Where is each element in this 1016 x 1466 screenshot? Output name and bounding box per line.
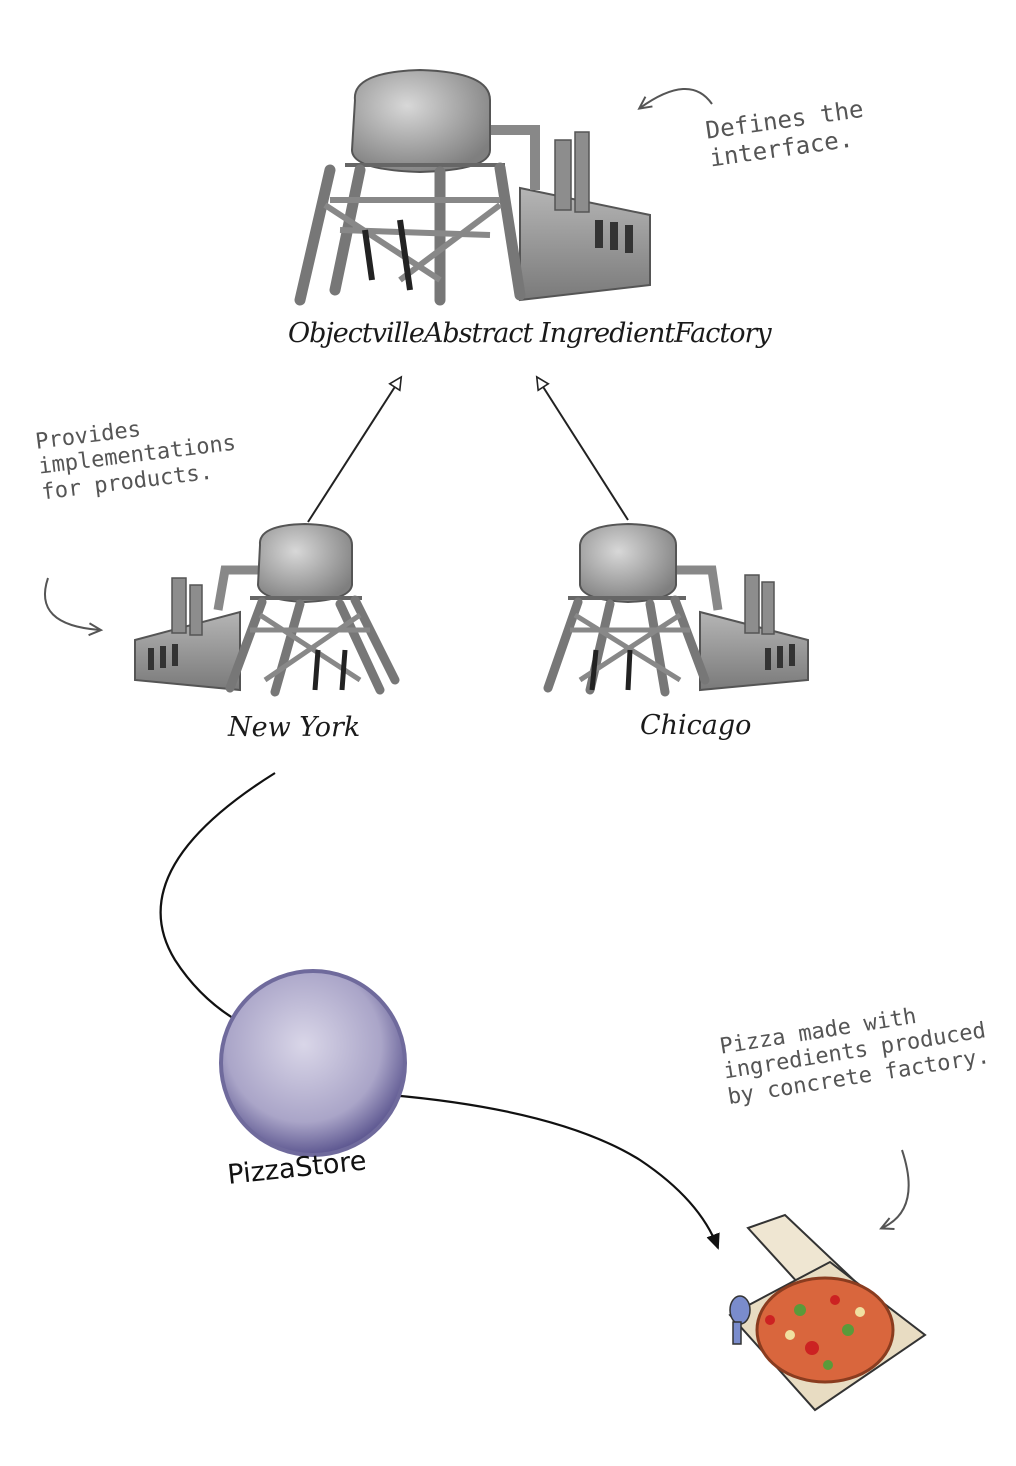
new-york-label: New York bbox=[228, 712, 361, 743]
interface-note-arrow bbox=[637, 88, 713, 110]
chicago-factory-illustration bbox=[543, 522, 809, 697]
new-york-factory-illustration bbox=[134, 522, 400, 697]
implementations-note-arrow bbox=[43, 577, 104, 637]
chicago-label: Chicago bbox=[640, 710, 752, 741]
abstract-factory-illustration bbox=[294, 68, 651, 306]
abstract-factory-label: ObjectvilleAbstract IngredientFactory bbox=[288, 318, 772, 349]
pizza-store-circle bbox=[219, 969, 407, 1157]
store-to-pizza-arrow bbox=[389, 1093, 720, 1250]
chicago-to-abstract-arrow bbox=[535, 375, 629, 521]
pizza-note-arrow bbox=[879, 1149, 910, 1230]
pizza-illustration bbox=[728, 1213, 927, 1412]
new-york-to-abstract-arrow bbox=[307, 375, 403, 523]
